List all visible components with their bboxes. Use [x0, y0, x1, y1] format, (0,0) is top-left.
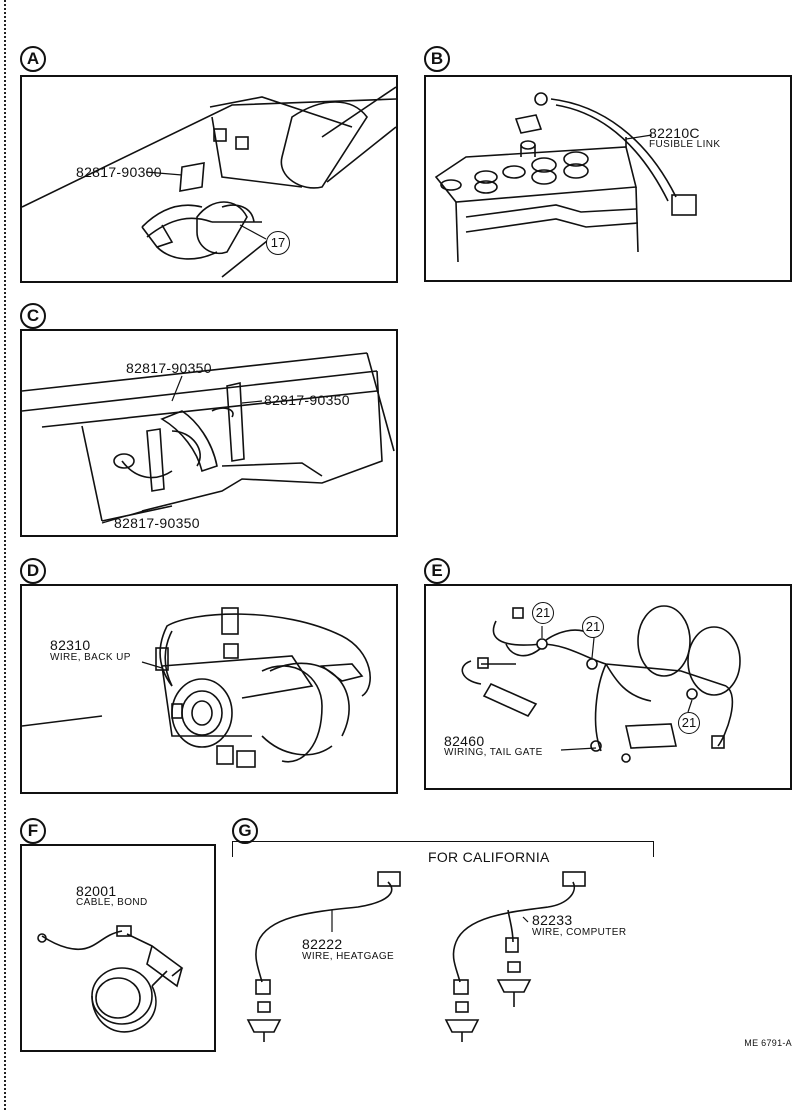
wiring-tail-gate-desc: WIRING, TAIL GATE [444, 747, 543, 758]
section-e-badge: E [424, 558, 450, 584]
part-82222-label: 82222 [302, 936, 343, 952]
callout-21-center: 21 [582, 616, 604, 638]
section-d-illustration [22, 607, 371, 768]
cable-bond-desc: CABLE, BOND [76, 897, 148, 908]
part-82310-label: 82310 [50, 637, 91, 653]
part-82817-90350-top-label: 82817-90350 [126, 360, 212, 376]
california-bracket [232, 841, 654, 857]
for-california-label: FOR CALIFORNIA [424, 850, 554, 864]
section-d-panel: 82310 WIRE, BACK UP [20, 584, 398, 794]
wire-heatgage-desc: WIRE, HEATGAGE [302, 951, 395, 962]
part-82001-label: 82001 [76, 883, 117, 899]
section-g-badge: G [232, 818, 258, 844]
fusible-link-desc: FUSIBLE LINK [649, 139, 721, 150]
callout-21-left: 21 [532, 602, 554, 624]
section-e-illustration [461, 605, 741, 763]
wire-back-up-desc: WIRE, BACK UP [50, 652, 131, 663]
section-f-badge: F [20, 818, 46, 844]
section-a-illustration [22, 86, 396, 278]
wire-computer-desc: WIRE, COMPUTER [532, 927, 627, 938]
section-a-panel: 82817-90300 17 [20, 75, 398, 283]
part-82817-90350-right-label: 82817-90350 [264, 392, 350, 408]
page-edge [0, 0, 6, 1110]
part-82817-90350-bottom-label: 82817-90350 [114, 515, 200, 531]
section-e-panel: 21 21 21 82460 WIRING, TAIL GATE [424, 584, 792, 790]
section-d-badge: D [20, 558, 46, 584]
section-c-illustration [22, 352, 395, 524]
section-g-illustration [246, 871, 586, 1042]
footer-code: ME 6791-A [744, 1038, 792, 1048]
part-82817-90300-label: 82817-90300 [76, 164, 162, 180]
part-82233-label: 82233 [532, 912, 573, 928]
section-a-badge: A [20, 46, 46, 72]
section-c-badge: C [20, 303, 46, 329]
section-b-panel: 82210C FUSIBLE LINK [424, 75, 792, 282]
section-f-illustration [37, 925, 184, 1033]
section-b-illustration [434, 92, 697, 263]
section-c-panel: 82817-90350 82817-90350 82817-90350 [20, 329, 398, 537]
callout-17: 17 [266, 231, 290, 255]
part-82210C-label: 82210C [649, 125, 700, 141]
section-b-badge: B [424, 46, 450, 72]
part-82460-label: 82460 [444, 733, 485, 749]
section-f-panel: 82001 CABLE, BOND [20, 844, 216, 1052]
callout-21-right: 21 [678, 712, 700, 734]
